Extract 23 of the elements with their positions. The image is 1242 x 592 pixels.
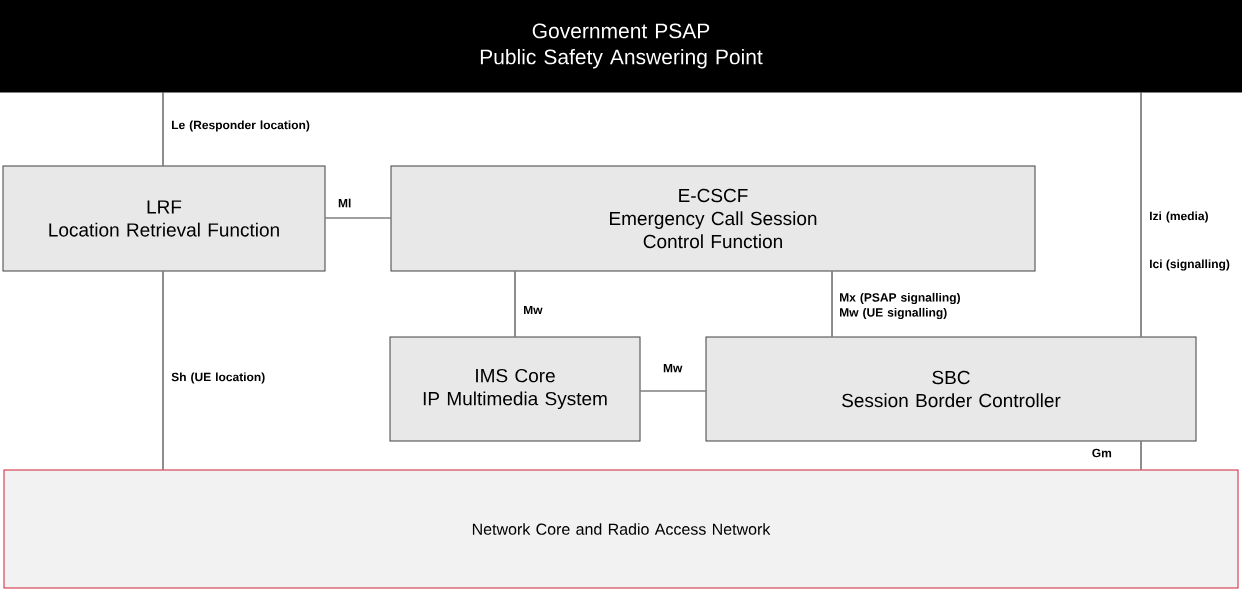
process-box: LRF Location Retrieval Function xyxy=(2,165,326,272)
connector-line xyxy=(514,270,516,338)
connector-line xyxy=(324,217,392,219)
interface-label: Ici (signalling) xyxy=(1150,259,1230,271)
network-band: Network Core and Radio Access Network xyxy=(3,469,1239,589)
edge-label: Le (Responder location) xyxy=(172,120,310,132)
connector-line xyxy=(831,270,833,338)
process-box: SBC Session Border Controller xyxy=(705,336,1197,442)
edge-label: Mx (PSAP signalling) Mw (UE signalling) xyxy=(840,292,960,320)
edge-label: Izi (media) xyxy=(1150,211,1208,223)
edge-label: Mw xyxy=(663,363,683,373)
connector-line xyxy=(639,390,707,392)
edge-label: Mw xyxy=(524,305,543,315)
heading-banner: Government PSAP Public Safety Answering Point xyxy=(0,0,1242,93)
connector-line xyxy=(1140,440,1142,471)
process-box: E-CSCF Emergency Call Session Control Function xyxy=(390,165,1036,272)
process-box: IMS Core IP Multimedia System xyxy=(389,336,641,442)
connector-line xyxy=(1140,91,1142,338)
connector-line xyxy=(162,270,164,471)
edge-label: Gm xyxy=(1092,448,1112,458)
connector-line xyxy=(162,91,164,167)
edge-label: Ml xyxy=(338,198,351,208)
edge-label: Sh (UE location) xyxy=(171,372,265,384)
